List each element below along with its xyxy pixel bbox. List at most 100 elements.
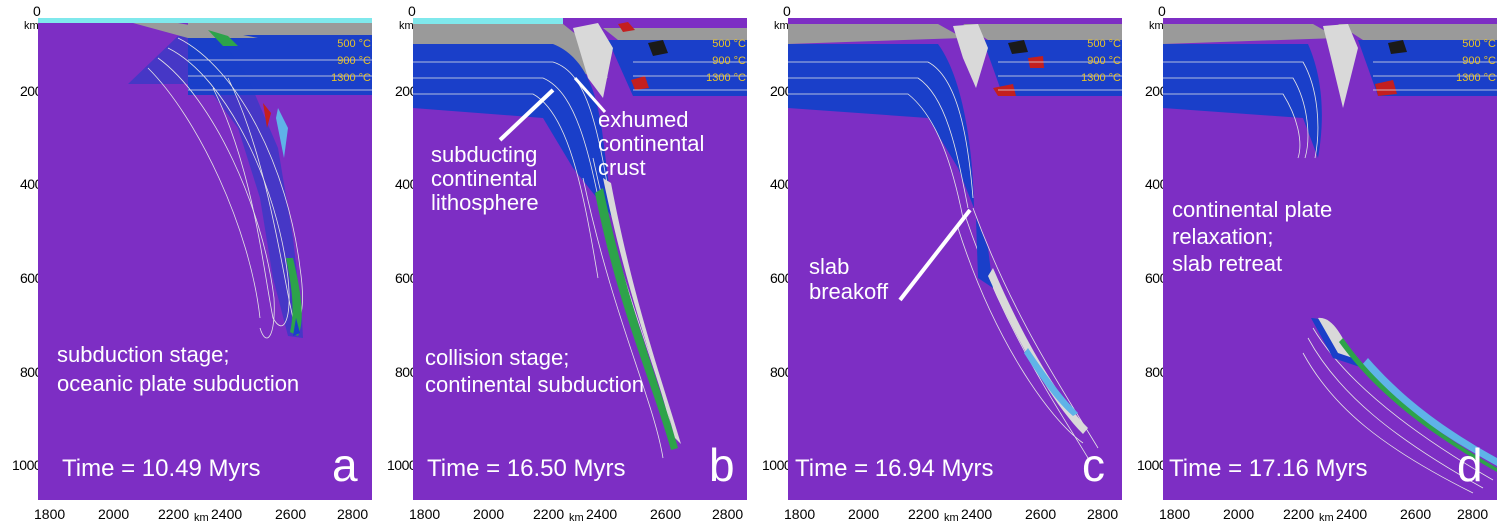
callout-line (898, 208, 972, 302)
stage-label-line-1: subduction stage; (57, 342, 230, 367)
callout-lines (498, 77, 607, 142)
isotherm-label-500: 500 °C (1087, 38, 1121, 50)
panel-c: 0 km 200 400 600 800 1000 (750, 0, 1125, 525)
x-tick-2600: 2600 (1400, 506, 1432, 522)
y-tick-0: 0 (33, 3, 41, 19)
isotherm-label-500: 500 °C (712, 38, 746, 50)
y-tick-400: 400 (20, 176, 42, 192)
x-tick-1800: 1800 (1159, 506, 1191, 522)
x-tick-2400: 2400 (961, 506, 993, 522)
y-tick-800: 800 (395, 364, 417, 380)
stage-label-line-2: relaxation; (1172, 224, 1274, 249)
panel-letter: d (1457, 439, 1483, 491)
y-tick-0: 0 (783, 3, 791, 19)
x-tick-1800: 1800 (409, 506, 441, 522)
y-tick-600: 600 (1145, 270, 1167, 286)
callout-slab: slab (809, 254, 850, 279)
isotherm-label-500: 500 °C (1462, 38, 1496, 50)
y-tick-200: 200 (395, 83, 417, 99)
x-tick-2800: 2800 (712, 506, 744, 522)
y-unit-label: km (774, 20, 789, 32)
stage-label-line-3: slab retreat (1172, 251, 1283, 276)
x-tick-2600: 2600 (650, 506, 682, 522)
x-tick-2000: 2000 (1223, 506, 1255, 522)
stage-label-line-2: oceanic plate subduction (57, 371, 300, 396)
callout-subducting-2: continental (431, 166, 538, 191)
isotherm-label-900: 900 °C (1462, 55, 1496, 67)
y-unit-label: km (1149, 20, 1164, 32)
y-tick-600: 600 (395, 270, 417, 286)
y-tick-1000: 1000 (387, 457, 417, 473)
y-tick-0: 0 (408, 3, 416, 19)
x-tick-2800: 2800 (1457, 506, 1489, 522)
y-tick-800: 800 (770, 364, 792, 380)
x-tick-2000: 2000 (848, 506, 880, 522)
isotherm-label-500: 500 °C (337, 38, 371, 50)
panel-a: 0 km 200 400 600 800 1000 1200 (0, 0, 375, 525)
time-label: Time = 16.94 Myrs (795, 455, 994, 482)
isotherm-label-900: 900 °C (337, 55, 371, 67)
y-tick-800: 800 (1145, 364, 1167, 380)
y-tick-800: 800 (20, 364, 42, 380)
y-tick-200: 200 (20, 83, 42, 99)
y-unit-label: km (399, 20, 414, 32)
isotherm-label-1300: 1300 °C (1456, 72, 1496, 84)
panel-b: 0 km 200 400 600 800 1000 (375, 0, 750, 525)
x-tick-2600: 2600 (275, 506, 307, 522)
y-tick-400: 400 (395, 176, 417, 192)
y-tick-1000: 1000 (12, 457, 42, 473)
x-tick-2200: 2200 (908, 506, 940, 522)
panel-letter: a (332, 439, 358, 491)
isotherm-label-1300: 1300 °C (706, 72, 746, 84)
callout-subducting-3: lithosphere (431, 190, 539, 215)
x-tick-2800: 2800 (1087, 506, 1119, 522)
model-plot (413, 18, 747, 500)
x-tick-2400: 2400 (586, 506, 618, 522)
y-tick-600: 600 (20, 270, 42, 286)
panel-d: 0 km 200 400 600 800 1000 (1125, 0, 1501, 525)
callout-exhumed-1: exhumed (598, 107, 689, 132)
y-tick-1000: 1000 (1137, 457, 1167, 473)
panel-letter: c (1082, 439, 1105, 491)
callout-exhumed-2: continental (598, 131, 705, 156)
x-tick-2200: 2200 (158, 506, 190, 522)
model-plot (1163, 18, 1497, 500)
y-tick-200: 200 (1145, 83, 1167, 99)
x-tick-1800: 1800 (34, 506, 66, 522)
model-plot (38, 18, 372, 500)
x-tick-2800: 2800 (337, 506, 369, 522)
time-label: Time = 10.49 Myrs (62, 455, 261, 482)
x-tick-2400: 2400 (1336, 506, 1368, 522)
x-tick-1800: 1800 (784, 506, 816, 522)
y-tick-200: 200 (770, 83, 792, 99)
y-unit-label: km (24, 20, 39, 32)
callout-breakoff: breakoff (809, 279, 889, 304)
y-tick-0: 0 (1158, 3, 1166, 19)
y-tick-400: 400 (1145, 176, 1167, 192)
isotherm-label-900: 900 °C (712, 55, 746, 67)
x-unit-label: km (944, 512, 959, 524)
x-unit-label: km (1319, 512, 1334, 524)
callout-subducting-1: subducting (431, 142, 538, 167)
x-tick-2600: 2600 (1025, 506, 1057, 522)
model-plot (788, 18, 1122, 500)
y-tick-400: 400 (770, 176, 792, 192)
x-tick-2200: 2200 (1283, 506, 1315, 522)
stage-label-line-1: collision stage; (425, 345, 570, 370)
y-tick-600: 600 (770, 270, 792, 286)
y-tick-1000: 1000 (762, 457, 792, 473)
isotherm-label-1300: 1300 °C (1081, 72, 1121, 84)
stage-label-line-2: continental subduction (425, 372, 644, 397)
stage-label-line-1: continental plate (1172, 197, 1333, 222)
x-tick-2200: 2200 (533, 506, 565, 522)
x-unit-label: km (194, 512, 209, 524)
callout-exhumed-3: crust (598, 155, 646, 180)
x-tick-2000: 2000 (98, 506, 130, 522)
x-unit-label: km (569, 512, 584, 524)
x-tick-2000: 2000 (473, 506, 505, 522)
x-tick-2400: 2400 (211, 506, 243, 522)
isotherm-label-900: 900 °C (1087, 55, 1121, 67)
isotherm-label-1300: 1300 °C (331, 72, 371, 84)
panel-letter: b (709, 439, 735, 491)
time-label: Time = 17.16 Myrs (1169, 455, 1368, 482)
